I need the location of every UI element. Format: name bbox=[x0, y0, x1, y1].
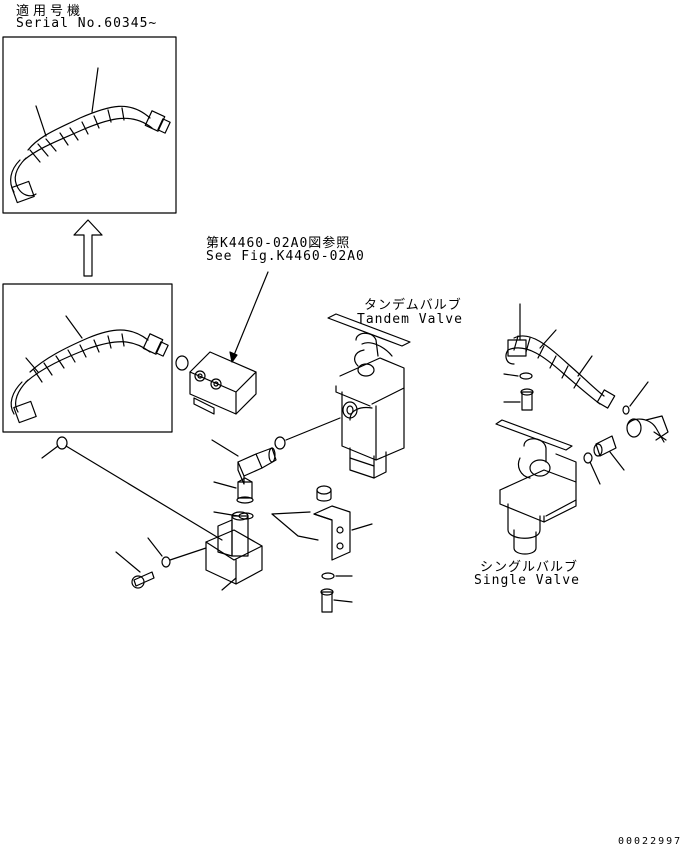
o-ring-right-leader-2 bbox=[589, 461, 601, 485]
elbow-right-leader bbox=[653, 431, 667, 441]
elbow-right bbox=[626, 415, 669, 443]
elbow-leader bbox=[211, 439, 239, 457]
serial-label-en: Serial No.60345~ bbox=[16, 16, 158, 31]
single-valve-label-jp: シングルバルブ bbox=[480, 560, 579, 575]
washer-right-leader bbox=[503, 373, 519, 377]
bracket-nut bbox=[316, 485, 332, 502]
reference-label-en: See Fig.K4460-02A0 bbox=[206, 249, 365, 264]
o-ring-lower-left bbox=[56, 436, 68, 450]
serial-label-jp: 適用号機 bbox=[16, 4, 85, 19]
leader-long bbox=[65, 445, 223, 541]
washer-to-block bbox=[169, 547, 207, 561]
o-ring-right bbox=[583, 452, 593, 464]
bracket bbox=[271, 505, 351, 561]
leader-upper-1 bbox=[91, 67, 99, 113]
reference-leader bbox=[231, 271, 269, 361]
adapter-right bbox=[593, 435, 617, 457]
bolt-right bbox=[520, 388, 534, 411]
hose-assembly-right bbox=[505, 335, 616, 409]
inset-box-lower bbox=[2, 283, 173, 433]
drawing-number: 00022997 bbox=[618, 836, 683, 847]
o-ring-tandem bbox=[274, 436, 286, 450]
hose-right-leader-3 bbox=[577, 355, 593, 377]
bolt-left bbox=[131, 571, 155, 589]
tandem-valve bbox=[327, 313, 411, 479]
tandem-leader bbox=[285, 417, 341, 441]
o-ring-right-small bbox=[622, 405, 630, 415]
inset-box-upper bbox=[2, 36, 177, 214]
up-arrow bbox=[73, 219, 103, 277]
single-valve-label-en: Single Valve bbox=[474, 573, 580, 588]
o-ring-right-leader bbox=[629, 381, 649, 407]
adapter-leader bbox=[213, 481, 237, 489]
elbow-fitting bbox=[237, 447, 277, 485]
bolt-bracket-leader bbox=[333, 599, 353, 603]
bolt-bracket bbox=[320, 588, 334, 613]
washer-left bbox=[161, 556, 171, 568]
leader-upper-2 bbox=[35, 105, 47, 137]
o-ring-left bbox=[175, 355, 189, 371]
hose-assembly-lower bbox=[10, 329, 169, 424]
washer-left-leader bbox=[147, 537, 163, 557]
adapter-fitting bbox=[236, 477, 254, 504]
hose-right-leader-2 bbox=[539, 329, 557, 349]
single-valve bbox=[495, 419, 577, 555]
bolt-left-leader bbox=[115, 551, 141, 573]
leader-lower-1 bbox=[65, 315, 83, 339]
reference-label-jp: 第K4460-02A0図参照 bbox=[206, 236, 351, 251]
reference-block bbox=[189, 351, 257, 415]
washer-bracket bbox=[321, 572, 335, 580]
hose-assembly-upper bbox=[10, 105, 171, 204]
reference-arrowhead bbox=[229, 351, 238, 363]
mounting-leader bbox=[221, 577, 237, 591]
tandem-valve-label-en: Tandem Valve bbox=[357, 312, 463, 327]
mounting-block bbox=[205, 511, 263, 585]
bracket-leader bbox=[351, 523, 373, 531]
o-ring-small-leader bbox=[213, 511, 239, 517]
washer-right bbox=[519, 372, 533, 380]
leader-inset-o-ring bbox=[41, 445, 59, 459]
leader-lower-2 bbox=[25, 357, 39, 373]
tandem-valve-label-jp: タンデムバルブ bbox=[364, 298, 462, 313]
adapter-right-leader bbox=[609, 451, 625, 471]
